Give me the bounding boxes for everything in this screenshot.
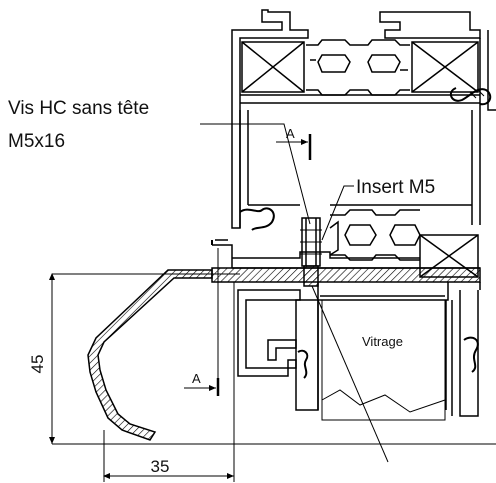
dimension-height-value: 45 [28, 355, 47, 374]
insert-label: Insert M5 [356, 177, 435, 198]
upper-frame-profile [231, 9, 496, 278]
screw-callout: Vis HC sans tête M5x16 [8, 98, 311, 225]
sill-plate [211, 239, 481, 283]
dimension-width-value: 35 [151, 457, 170, 476]
insert-callout: Insert M5 [321, 177, 435, 241]
dimension-height: 45 [28, 273, 55, 444]
section-marker-top: A [276, 126, 312, 160]
section-marker-bottom: A [184, 371, 220, 396]
section-label-bottom: A [192, 371, 201, 386]
screw-label-line1: Vis HC sans tête [8, 98, 149, 119]
glazing-label: Vitrage [362, 334, 403, 349]
dimension-width: 35 [103, 282, 235, 482]
cover-profile [87, 269, 213, 441]
section-label-top: A [286, 126, 295, 141]
sash-and-glazing [237, 282, 481, 421]
screw-label-line2: M5x16 [8, 131, 65, 152]
bottom-leader-line [311, 285, 389, 463]
